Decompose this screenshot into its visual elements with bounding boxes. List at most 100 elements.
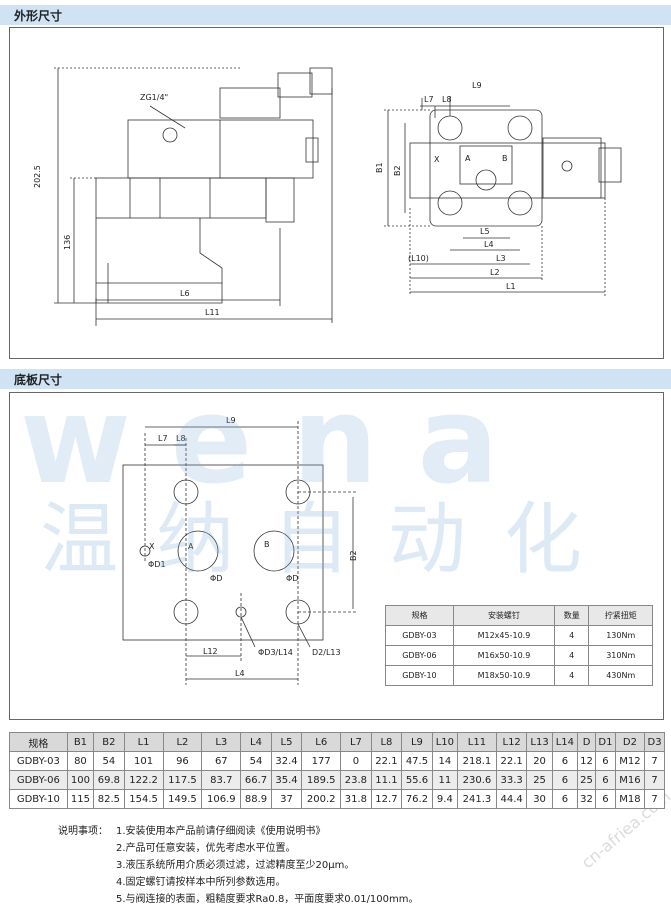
bolt-cell: 310Nm [588,645,653,666]
bolt-cell: 130Nm [588,625,653,646]
dim-cell: 55.6 [401,770,433,790]
note-item: 3.液压系统所用介质必须过滤，过滤精度至少20μm。 [116,860,355,871]
dim-header-cell: D2 [614,732,646,752]
notes-head: 说明事项： [58,826,108,837]
base-label-L7: L7 [158,434,168,443]
label-h-total: 202.5 [33,165,42,188]
dim-cell: 106.9 [201,789,242,809]
dim-cell: 96 [162,751,203,771]
dim-cell: 12 [577,751,597,771]
label-L2: L2 [490,268,500,277]
label-L4: L4 [484,240,494,249]
dim-header-cell: L9 [401,732,433,752]
label-B1: B1 [375,162,384,173]
dim-cell: 14 [431,751,459,771]
base-label-B2: B2 [349,550,358,561]
dim-cell: 30 [526,789,553,809]
dim-cell: 31.8 [340,789,372,809]
label-B2: B2 [393,165,402,176]
dim-cell: 6 [551,789,579,809]
dim-cell: 35.4 [270,770,303,790]
base-label-L8: L8 [176,434,186,443]
bolt-cell: GDBY-10 [385,665,454,686]
dim-header-cell: 规格 [9,732,68,752]
dim-cell: 154.5 [123,789,164,809]
dim-header-cell: B1 [66,732,95,752]
base-label-L12: L12 [203,647,218,656]
dim-header-cell: D1 [595,732,616,752]
dim-cell: 54 [240,751,272,771]
dim-cell: 149.5 [162,789,203,809]
base-label-D1: ΦD1 [148,560,166,569]
dim-cell: M18 [614,789,646,809]
base-drawing: L9 L7 L8 B2 X ΦD1 A B ΦD ΦD ΦD3/L14 D2/L… [122,416,358,685]
dim-cell: 117.5 [162,770,203,790]
section-bar-outline: 外形尺寸 [0,5,671,25]
dim-cell: 115 [66,789,95,809]
label-L6: L6 [180,289,190,298]
dim-cell: 22.1 [495,751,528,771]
label-port-b: B [502,154,508,163]
bolt-cell: GDBY-06 [385,645,454,666]
base-label-DA: ΦD [210,574,222,583]
dim-cell: 6 [595,770,616,790]
dim-cell: 9.4 [431,789,459,809]
dim-header-cell: L3 [201,732,242,752]
bolt-cell: GDBY-03 [385,625,454,646]
dim-cell: 177 [301,751,342,771]
label-L9: L9 [472,81,482,90]
dim-cell: 88.9 [240,789,272,809]
dim-header-cell: D3 [644,732,665,752]
dim-cell: 241.3 [457,789,497,809]
base-label-a: A [188,542,194,551]
dim-cell: 218.1 [457,751,497,771]
label-L7: L7 [424,95,434,104]
note-item: 1.安装使用本产品前请仔细阅读《使用说明书》 [116,826,326,837]
dim-cell: 6 [551,770,579,790]
bolt-cell: 430Nm [588,665,653,686]
label-L11: L11 [205,308,220,317]
dim-cell: 6 [595,751,616,771]
dim-cell: 0 [340,751,372,771]
bolt-cell: M12x45-10.9 [452,625,555,646]
dim-cell: 32 [577,789,597,809]
note-item: 4.固定螺钉请按样本中所列参数选用。 [116,877,286,888]
dim-header-cell: L5 [270,732,303,752]
label-port-x: X [434,155,440,164]
dim-header-cell: D [577,732,597,752]
label-L5: L5 [480,227,490,236]
dim-cell: 44.4 [495,789,528,809]
dim-cell: M16 [614,770,646,790]
bolt-header-cell: 安装螺钉 [452,605,555,626]
dim-cell: 32.4 [270,751,303,771]
section-title-outline: 外形尺寸 [14,9,63,23]
dim-cell: 33.3 [495,770,528,790]
outline-drawing: ZG1/4" 202.5 136 L6 L11 L7 L8 L9 B1 B2 L… [33,67,622,326]
dim-header-cell: L4 [240,732,272,752]
dim-cell: 7 [644,751,665,771]
dim-cell: 47.5 [401,751,433,771]
base-label-b: B [264,540,270,549]
dim-cell: GDBY-03 [9,751,68,771]
dim-header-cell: L13 [526,732,553,752]
dim-cell: 82.5 [93,789,125,809]
label-zg: ZG1/4" [140,93,168,102]
dim-cell: 6 [551,751,579,771]
dim-cell: 37 [270,789,303,809]
dim-cell: 7 [644,789,665,809]
dim-cell: 80 [66,751,95,771]
base-label-x: X [149,542,155,551]
dim-cell: 101 [123,751,164,771]
dim-cell: 11.1 [370,770,403,790]
dim-header-cell: L6 [301,732,342,752]
dim-header-cell: L12 [495,732,528,752]
dim-cell: 69.8 [93,770,125,790]
note-item: 2.产品可任意安装，优先考虑水平位置。 [116,843,296,854]
dim-cell: GDBY-06 [9,770,68,790]
dim-header-cell: L8 [370,732,403,752]
